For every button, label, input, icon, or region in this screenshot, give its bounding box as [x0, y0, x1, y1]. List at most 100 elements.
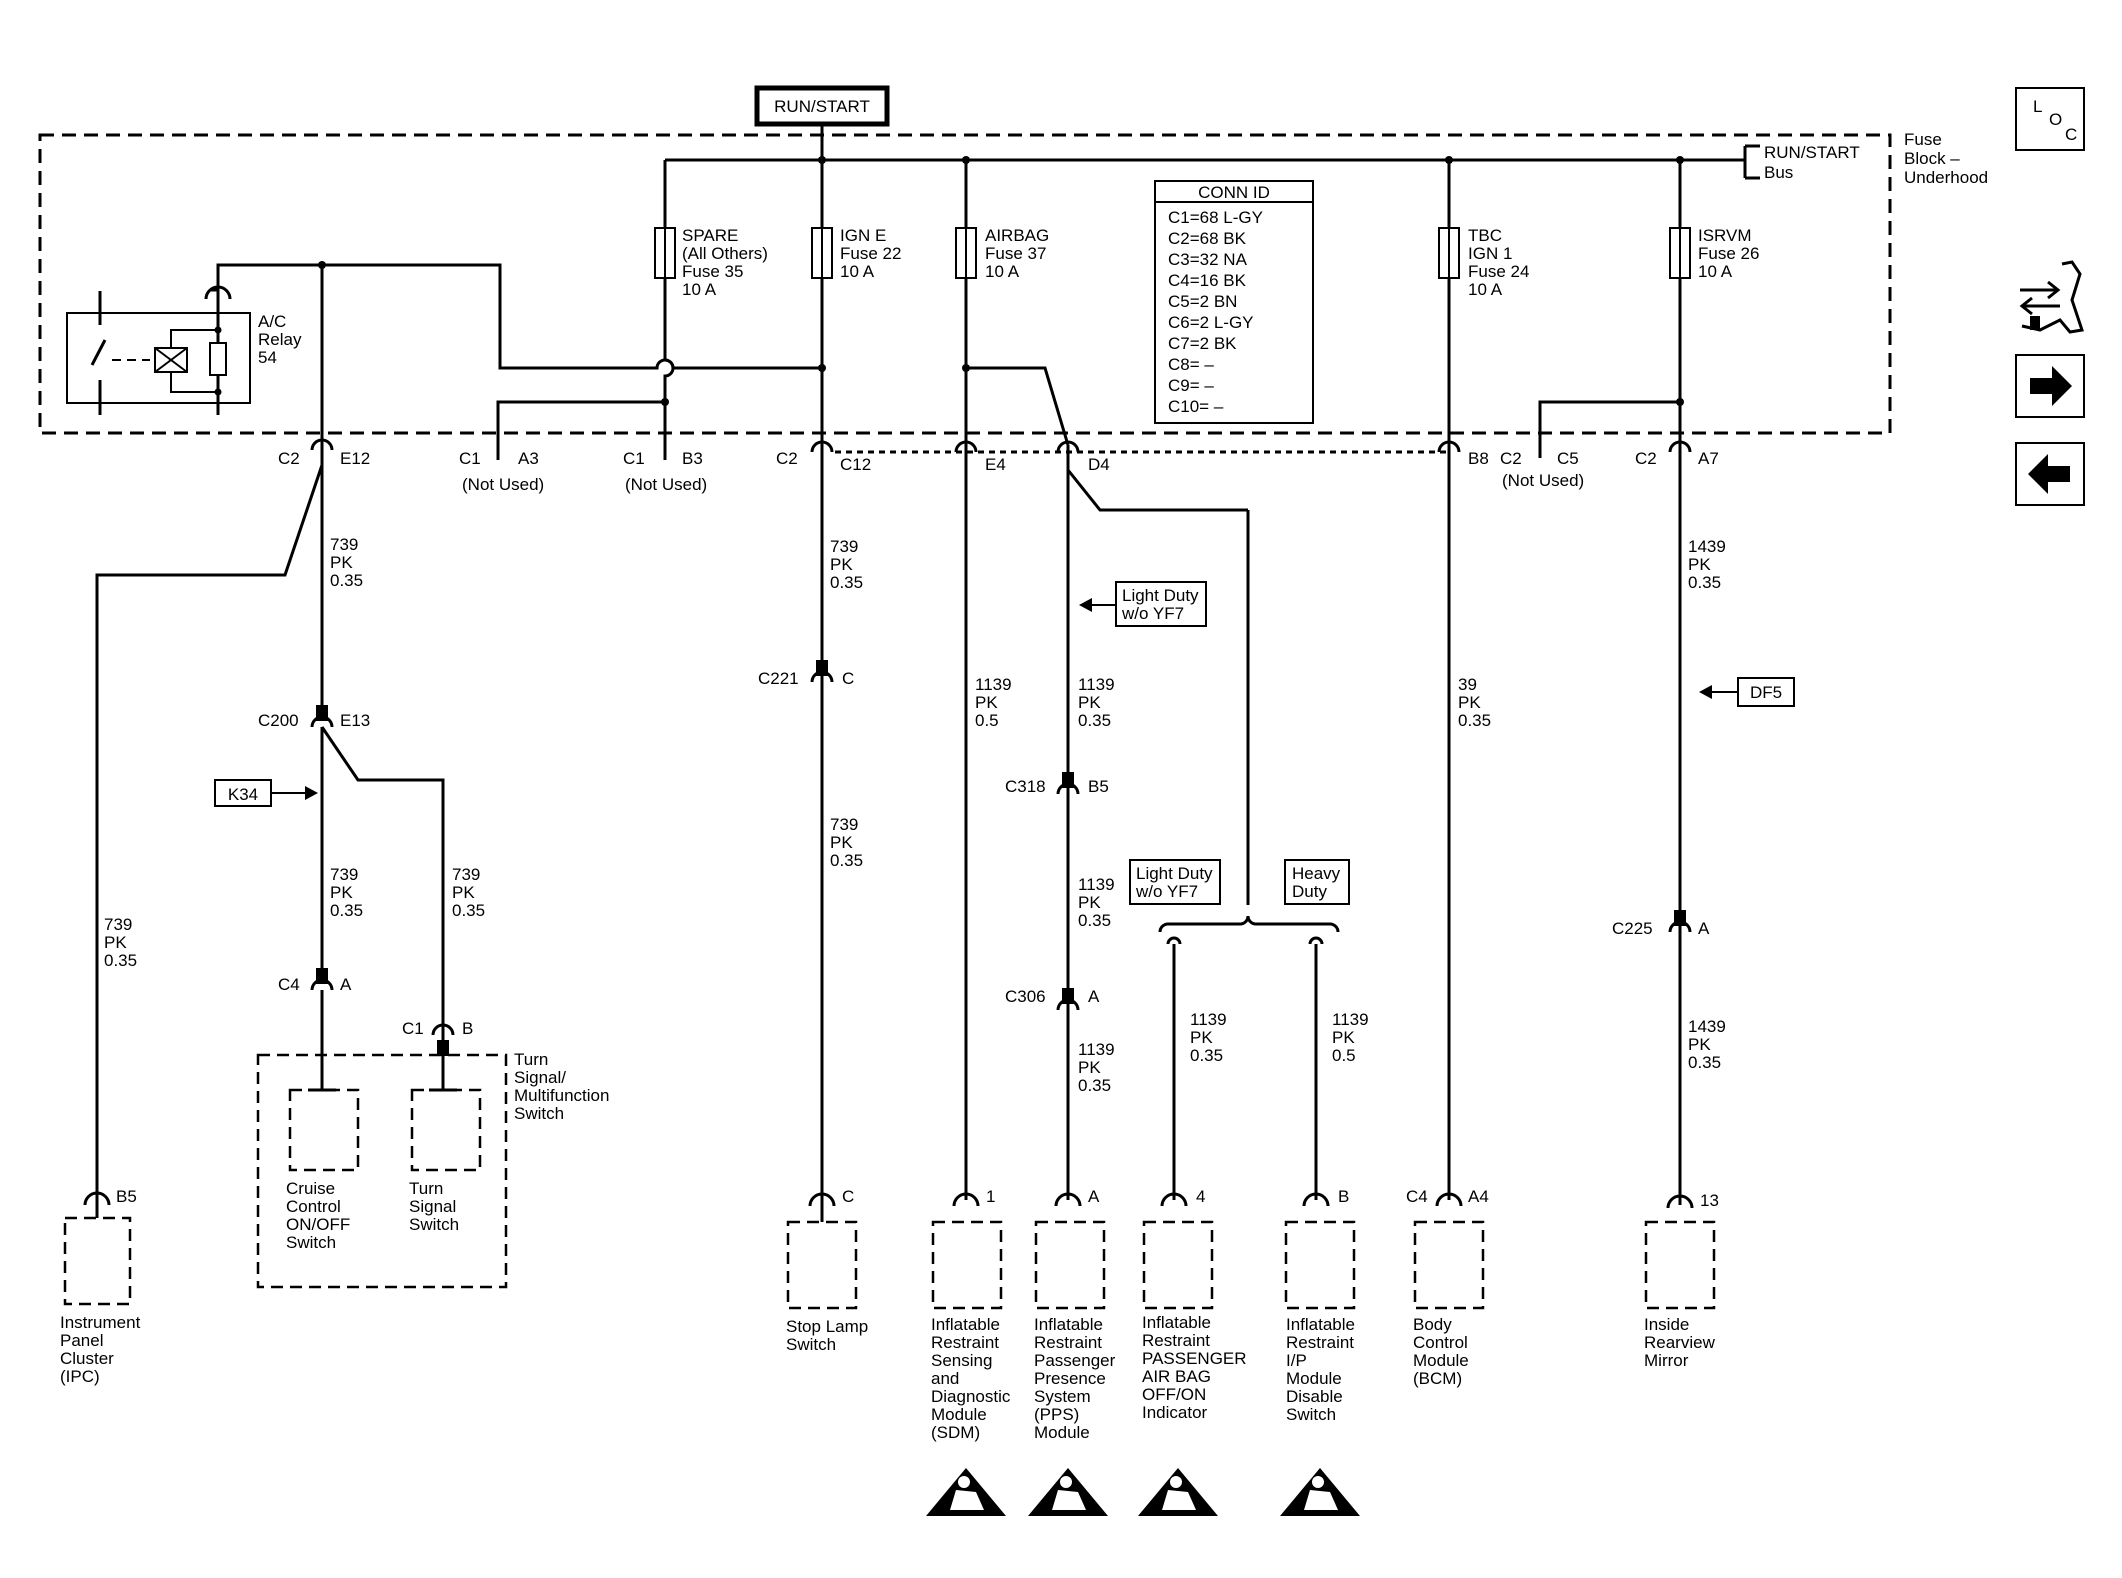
svg-text:(SDM): (SDM)	[931, 1423, 980, 1442]
airbag-warning-icon	[926, 1468, 1006, 1516]
svg-text:K34: K34	[228, 785, 258, 804]
svg-text:A: A	[1088, 1187, 1100, 1206]
svg-text:0.35: 0.35	[1078, 911, 1111, 930]
svg-text:AIR BAG: AIR BAG	[1142, 1367, 1211, 1386]
svg-text:0.35: 0.35	[830, 851, 863, 870]
svg-text:Module: Module	[931, 1405, 987, 1424]
svg-text:Disable: Disable	[1286, 1387, 1343, 1406]
body-control-module: C4 A4 Body Control Module (BCM)	[1406, 1187, 1489, 1388]
svg-text:PK: PK	[1190, 1028, 1213, 1047]
svg-text:A4: A4	[1468, 1187, 1489, 1206]
svg-text:I/P: I/P	[1286, 1351, 1307, 1370]
svg-text:C1: C1	[623, 449, 645, 468]
svg-text:IGN 1: IGN 1	[1468, 244, 1512, 263]
svg-text:Instrument: Instrument	[60, 1313, 141, 1332]
left-arrow-icon[interactable]	[2015, 442, 2085, 506]
svg-text:Body: Body	[1413, 1315, 1452, 1334]
svg-text:B5: B5	[116, 1187, 137, 1206]
svg-text:Multifunction: Multifunction	[514, 1086, 609, 1105]
svg-text:0.35: 0.35	[452, 901, 485, 920]
svg-text:C: C	[842, 669, 854, 688]
svg-text:Turn: Turn	[514, 1050, 548, 1069]
svg-text:Inflatable: Inflatable	[1142, 1313, 1211, 1332]
svg-text:C8= –: C8= –	[1168, 355, 1214, 374]
svg-text:739: 739	[330, 535, 358, 554]
run-start-box	[754, 85, 890, 127]
svg-text:0.35: 0.35	[1078, 1076, 1111, 1095]
svg-text:Mirror: Mirror	[1644, 1351, 1689, 1370]
svg-text:and: and	[931, 1369, 959, 1388]
svg-text:C4: C4	[278, 975, 300, 994]
svg-text:Signal: Signal	[409, 1197, 456, 1216]
passenger-airbag-indicator: 4 Inflatable Restraint PASSENGER AIR BAG…	[1142, 1187, 1247, 1422]
svg-text:C1: C1	[459, 449, 481, 468]
svg-text:C4=16 BK: C4=16 BK	[1168, 271, 1247, 290]
svg-text:10 A: 10 A	[840, 262, 875, 281]
svg-text:DF5: DF5	[1750, 683, 1782, 702]
svg-text:B5: B5	[1088, 777, 1109, 796]
turn-signal-multifunction-switch: Turn Signal/ Multifunction Switch Cruise…	[256, 1050, 609, 1289]
svg-text:54: 54	[258, 348, 277, 367]
right-arrow-icon[interactable]	[2015, 354, 2085, 418]
bus-label: RUN/START	[1764, 143, 1860, 162]
svg-text:Fuse 22: Fuse 22	[840, 244, 901, 263]
svg-text:Inside: Inside	[1644, 1315, 1689, 1334]
svg-text:(Not Used): (Not Used)	[1502, 471, 1584, 490]
svg-text:Fuse 24: Fuse 24	[1468, 262, 1529, 281]
svg-text:10 A: 10 A	[985, 262, 1020, 281]
svg-text:Restraint: Restraint	[1142, 1331, 1210, 1350]
svg-text:PK: PK	[1688, 555, 1711, 574]
fuse-airbag: AIRBAG Fuse 37 10 A	[955, 160, 1049, 445]
svg-text:w/o YF7: w/o YF7	[1121, 604, 1184, 623]
svg-text:0.35: 0.35	[830, 573, 863, 592]
svg-text:Inflatable: Inflatable	[1034, 1315, 1103, 1334]
svg-text:Diagnostic: Diagnostic	[931, 1387, 1011, 1406]
svg-text:PK: PK	[830, 555, 853, 574]
circuit-39-bcm: 39 PK 0.35	[1447, 465, 1491, 1200]
svg-text:System: System	[1034, 1387, 1091, 1406]
svg-text:1139: 1139	[1078, 675, 1115, 694]
svg-text:C225: C225	[1612, 919, 1653, 938]
svg-text:C306: C306	[1005, 987, 1046, 1006]
svg-text:1139: 1139	[1190, 1010, 1227, 1029]
svg-text:PK: PK	[1078, 893, 1101, 912]
svg-text:739: 739	[330, 865, 358, 884]
svg-text:PK: PK	[330, 553, 353, 572]
svg-text:(PPS): (PPS)	[1034, 1405, 1079, 1424]
svg-text:Duty: Duty	[1292, 882, 1327, 901]
svg-text:0.35: 0.35	[1688, 1053, 1721, 1072]
svg-text:Underhood: Underhood	[1904, 168, 1988, 187]
svg-text:CONN ID: CONN ID	[1198, 183, 1270, 202]
svg-text:B: B	[462, 1019, 473, 1038]
svg-text:C318: C318	[1005, 777, 1046, 796]
svg-text:39: 39	[1458, 675, 1477, 694]
svg-text:C: C	[2065, 125, 2077, 144]
svg-text:w/o YF7: w/o YF7	[1135, 882, 1198, 901]
location-button[interactable]: L O C	[2015, 87, 2085, 151]
svg-text:C6=2 L-GY: C6=2 L-GY	[1168, 313, 1254, 332]
svg-text:Rearview: Rearview	[1644, 1333, 1716, 1352]
fuse-block-outline	[38, 133, 1892, 435]
svg-text:Switch: Switch	[514, 1104, 564, 1123]
ac-relay: A/C Relay 54	[66, 285, 302, 415]
svg-text:A: A	[1698, 919, 1710, 938]
svg-text:10 A: 10 A	[682, 280, 717, 299]
pps-module: A Inflatable Restraint Passenger Presenc…	[1034, 1187, 1116, 1442]
svg-text:AIRBAG: AIRBAG	[985, 226, 1049, 245]
instrument-panel-cluster: B5 Instrument Panel Cluster (IPC)	[60, 1187, 141, 1386]
svg-text:Stop Lamp: Stop Lamp	[786, 1317, 868, 1336]
svg-text:0.35: 0.35	[1458, 711, 1491, 730]
svg-text:E13: E13	[340, 711, 370, 730]
svg-text:4: 4	[1196, 1187, 1205, 1206]
svg-text:A: A	[340, 975, 352, 994]
ip-module-disable-switch: B Inflatable Restraint I/P Module Disabl…	[1284, 1187, 1356, 1424]
svg-text:Light Duty: Light Duty	[1136, 864, 1213, 883]
svg-text:(Not Used): (Not Used)	[625, 475, 707, 494]
schematic-symbol-icon[interactable]	[2019, 260, 2084, 334]
svg-text:Module: Module	[1413, 1351, 1469, 1370]
svg-text:ISRVM: ISRVM	[1698, 226, 1752, 245]
svg-text:Inflatable: Inflatable	[931, 1315, 1000, 1334]
